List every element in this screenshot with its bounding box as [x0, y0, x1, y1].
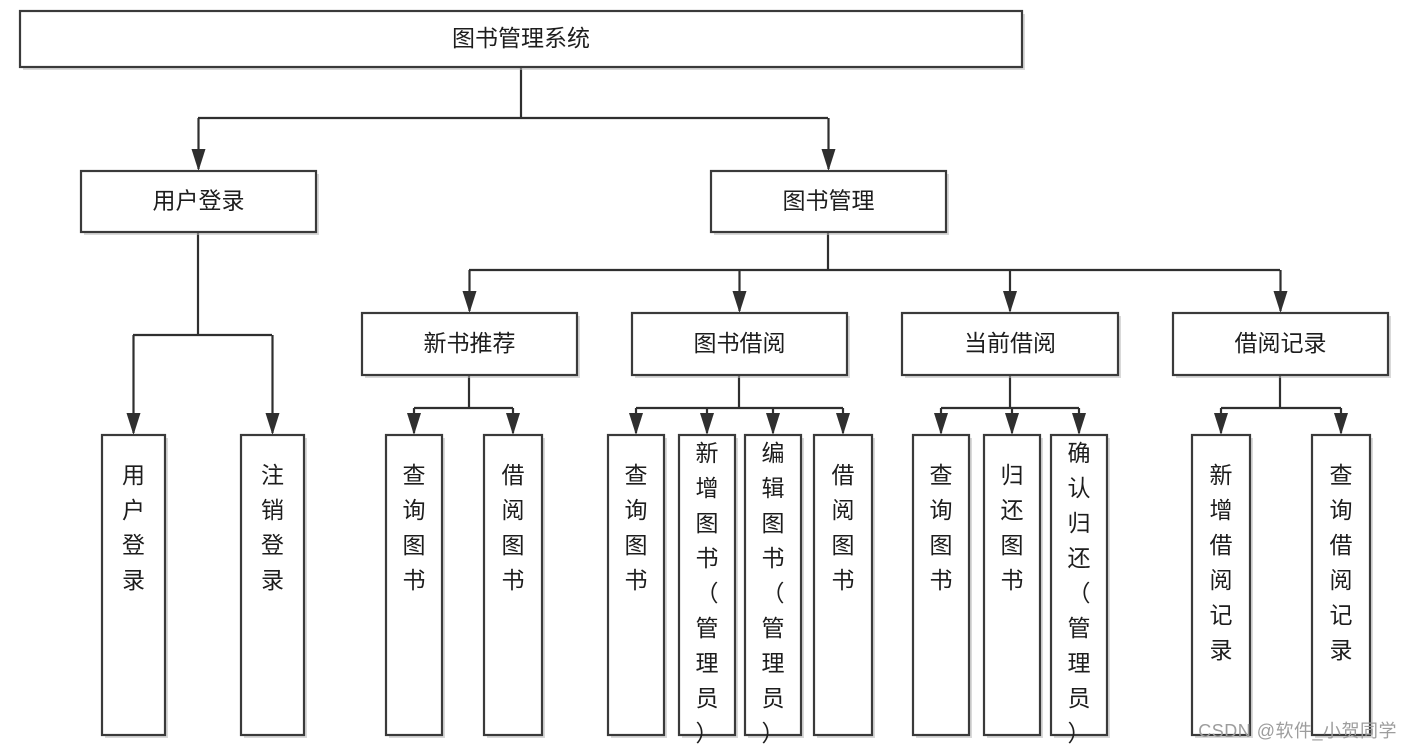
node-box: [812, 433, 874, 737]
node-label: 新增借阅记录: [1210, 462, 1233, 663]
node-leaf-user-login[interactable]: 用户登录: [100, 433, 168, 738]
node-label: 当前借阅: [964, 330, 1056, 356]
node-leaf-add-record[interactable]: 新增借阅记录: [1190, 433, 1253, 738]
node-box: [384, 433, 444, 737]
node-box: [630, 311, 849, 377]
connector-layer: [126, 67, 1348, 435]
node-box: [18, 9, 1024, 69]
node-label: 确认归还（管理员）: [1068, 440, 1091, 746]
node-box: [360, 311, 579, 377]
node-leaf-borrow-book-2[interactable]: 借阅图书: [812, 433, 875, 738]
node-leaf-query-book-1[interactable]: 查询图书: [384, 433, 445, 738]
node-leaf-add-book[interactable]: 新增图书（管理员）: [677, 433, 738, 746]
node-box: [1190, 433, 1252, 737]
node-leaf-confirm-return[interactable]: 确认归还（管理员）: [1049, 433, 1110, 746]
node-box: [709, 169, 948, 234]
watermark-label: CSDN @软件_小贺同学: [1198, 721, 1397, 741]
node-label: 查询图书: [930, 462, 953, 593]
node-book-borrow[interactable]: 图书借阅: [630, 311, 850, 378]
node-box: [79, 169, 318, 234]
node-label: 新书推荐: [424, 330, 516, 356]
node-label: 注销登录: [261, 462, 284, 593]
node-book-manage[interactable]: 图书管理: [709, 169, 949, 235]
node-new-book-recommend[interactable]: 新书推荐: [360, 311, 580, 378]
node-leaf-user-logout[interactable]: 注销登录: [239, 433, 307, 738]
node-label: 查询借阅记录: [1330, 462, 1353, 663]
node-user-login[interactable]: 用户登录: [79, 169, 319, 235]
node-label: 用户登录: [122, 462, 145, 593]
node-box: [100, 433, 167, 737]
node-box: [239, 433, 306, 737]
node-box: [982, 433, 1042, 737]
node-root[interactable]: 图书管理系统: [18, 9, 1025, 70]
node-label: 借阅记录: [1235, 330, 1327, 356]
node-current-borrow[interactable]: 当前借阅: [900, 311, 1121, 378]
node-layer: 图书管理系统用户登录图书管理新书推荐图书借阅当前借阅借阅记录用户登录注销登录查询…: [18, 9, 1391, 746]
node-leaf-edit-book[interactable]: 编辑图书（管理员）: [743, 433, 804, 746]
node-leaf-return-book[interactable]: 归还图书: [982, 433, 1043, 738]
node-box: [606, 433, 666, 737]
node-label: 图书管理: [783, 188, 875, 214]
node-label: 图书借阅: [694, 330, 786, 356]
node-label: 归还图书: [1001, 462, 1024, 593]
node-box: [677, 433, 737, 737]
node-label: 用户登录: [153, 188, 245, 214]
node-leaf-query-book-2[interactable]: 查询图书: [606, 433, 667, 738]
node-borrow-record[interactable]: 借阅记录: [1171, 311, 1391, 378]
node-box: [743, 433, 803, 737]
node-label: 查询图书: [625, 462, 648, 593]
node-box: [1049, 433, 1109, 737]
node-box: [1310, 433, 1372, 737]
node-box: [911, 433, 971, 737]
node-label: 借阅图书: [502, 462, 525, 593]
node-label: 图书管理系统: [452, 25, 590, 51]
node-box: [900, 311, 1120, 377]
node-leaf-query-record[interactable]: 查询借阅记录: [1310, 433, 1373, 738]
node-label: 查询图书: [403, 462, 426, 593]
node-leaf-borrow-book-1[interactable]: 借阅图书: [482, 433, 545, 738]
node-leaf-query-book-3[interactable]: 查询图书: [911, 433, 972, 738]
node-label: 借阅图书: [832, 462, 855, 593]
node-box: [1171, 311, 1390, 377]
node-box: [482, 433, 544, 737]
node-label: 新增图书（管理员）: [696, 440, 719, 746]
node-label: 编辑图书（管理员）: [762, 440, 785, 746]
